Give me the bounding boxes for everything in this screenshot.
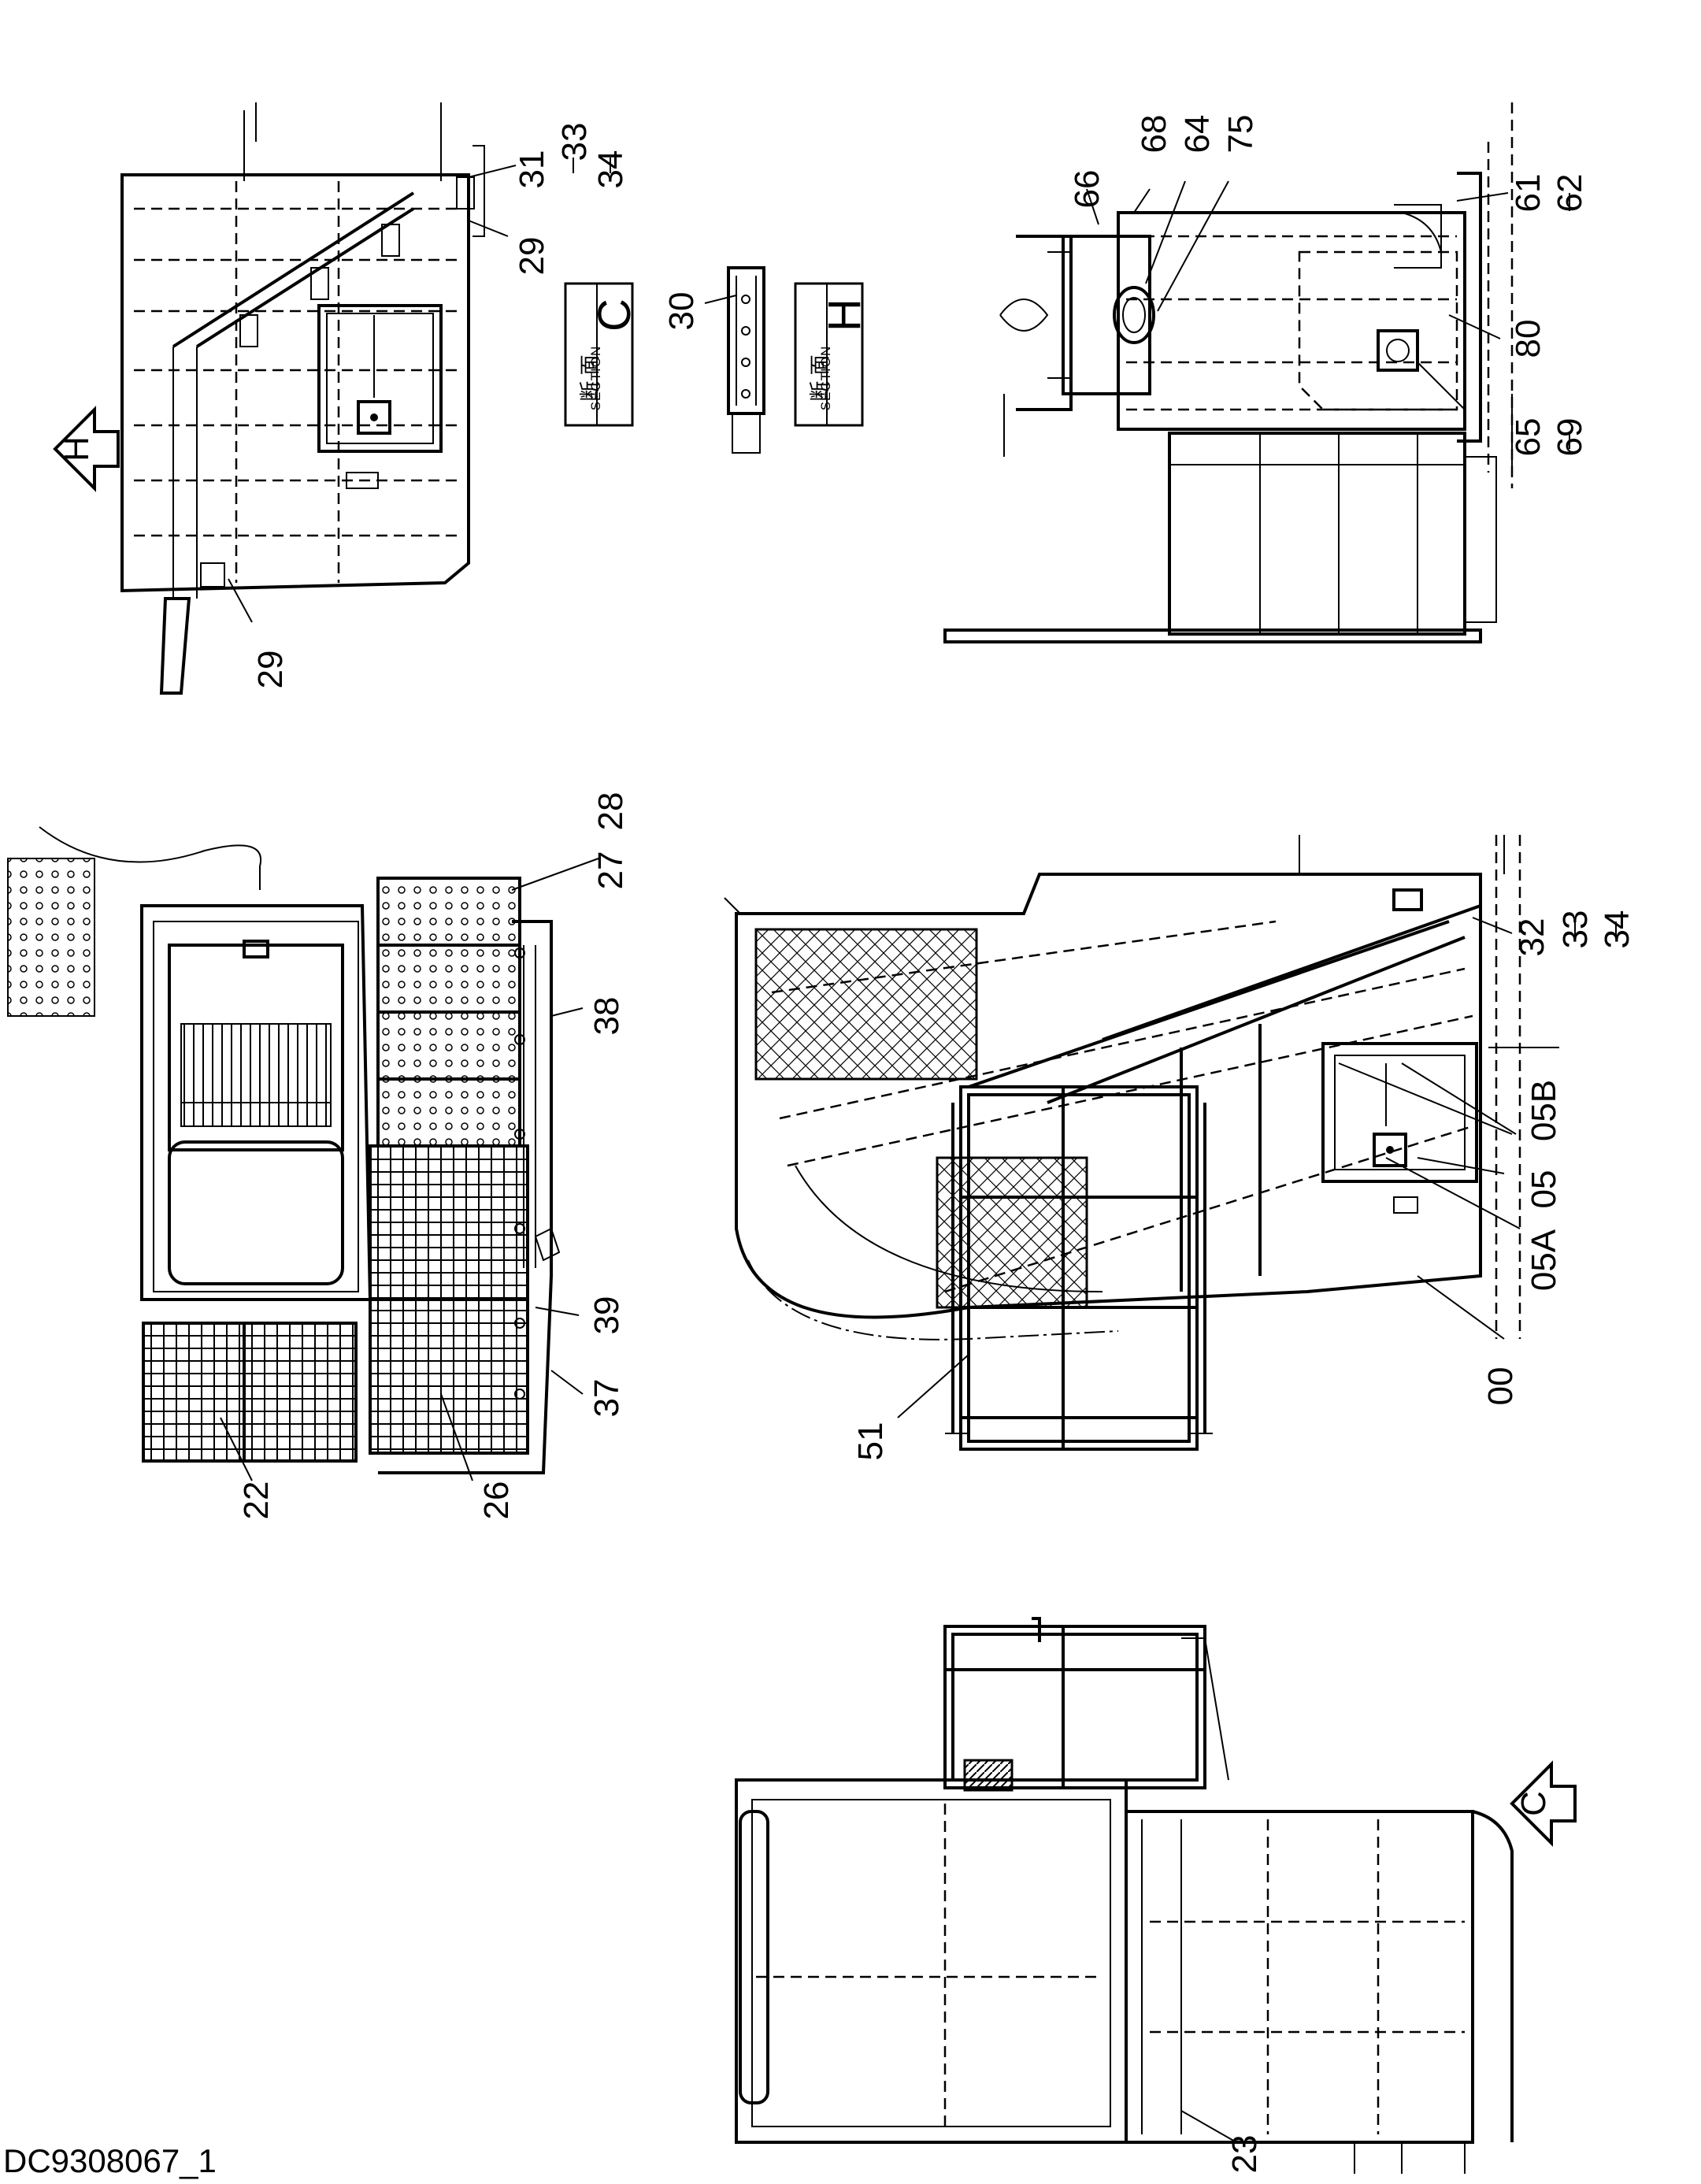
label-34-mid: 34 bbox=[1598, 910, 1636, 949]
drawing-id: DC9308067_1 bbox=[3, 2142, 217, 2179]
view-top-right bbox=[943, 102, 1514, 643]
section-c-label: 断 面 SECTION C bbox=[564, 282, 640, 427]
label-27: 27 bbox=[591, 851, 630, 890]
label-23: 23 bbox=[1225, 2135, 1264, 2174]
label-30: 30 bbox=[662, 292, 701, 331]
part-labels: 31 33 34 29 29 30 66 68 64 75 61 62 80 6… bbox=[237, 115, 1636, 2174]
svg-text:SECTION: SECTION bbox=[588, 346, 603, 411]
view-middle-left bbox=[7, 826, 599, 1481]
svg-text:C: C bbox=[589, 298, 640, 332]
label-51: 51 bbox=[851, 1422, 890, 1461]
label-65: 65 bbox=[1509, 418, 1547, 457]
label-28: 28 bbox=[591, 792, 630, 831]
label-64: 64 bbox=[1178, 115, 1217, 154]
label-26: 26 bbox=[477, 1481, 516, 1520]
label-32: 32 bbox=[1513, 918, 1551, 957]
label-37: 37 bbox=[587, 1379, 626, 1418]
label-22: 22 bbox=[237, 1481, 276, 1520]
label-68: 68 bbox=[1135, 115, 1173, 154]
label-29-lower: 29 bbox=[251, 651, 290, 689]
view-marker-h: H bbox=[57, 436, 96, 462]
label-dashes bbox=[573, 158, 1617, 937]
view-middle-right bbox=[724, 835, 1559, 1451]
svg-text:断 面: 断 面 bbox=[578, 354, 602, 401]
section-h-label: 断 面 SECTION H bbox=[794, 282, 870, 427]
svg-text:断 面: 断 面 bbox=[808, 354, 832, 401]
label-75: 75 bbox=[1221, 115, 1260, 154]
view-bottom: C bbox=[735, 1617, 1577, 2174]
label-61: 61 bbox=[1509, 174, 1547, 213]
label-66: 66 bbox=[1068, 170, 1106, 209]
label-39: 39 bbox=[587, 1296, 626, 1335]
label-31: 31 bbox=[513, 150, 551, 189]
label-33: 33 bbox=[555, 123, 594, 161]
label-05: 05 bbox=[1525, 1170, 1563, 1209]
part-30-rail bbox=[704, 266, 765, 454]
label-29-upper: 29 bbox=[513, 237, 551, 276]
label-38: 38 bbox=[587, 997, 626, 1036]
view-top-left: H bbox=[53, 102, 517, 695]
label-05a: 05A bbox=[1525, 1229, 1563, 1291]
view-marker-c: C bbox=[1514, 1791, 1553, 1816]
label-80: 80 bbox=[1509, 320, 1547, 358]
label-00: 00 bbox=[1481, 1367, 1520, 1406]
svg-text:SECTION: SECTION bbox=[818, 346, 833, 411]
svg-text:H: H bbox=[819, 298, 870, 332]
label-05b: 05B bbox=[1525, 1080, 1563, 1141]
